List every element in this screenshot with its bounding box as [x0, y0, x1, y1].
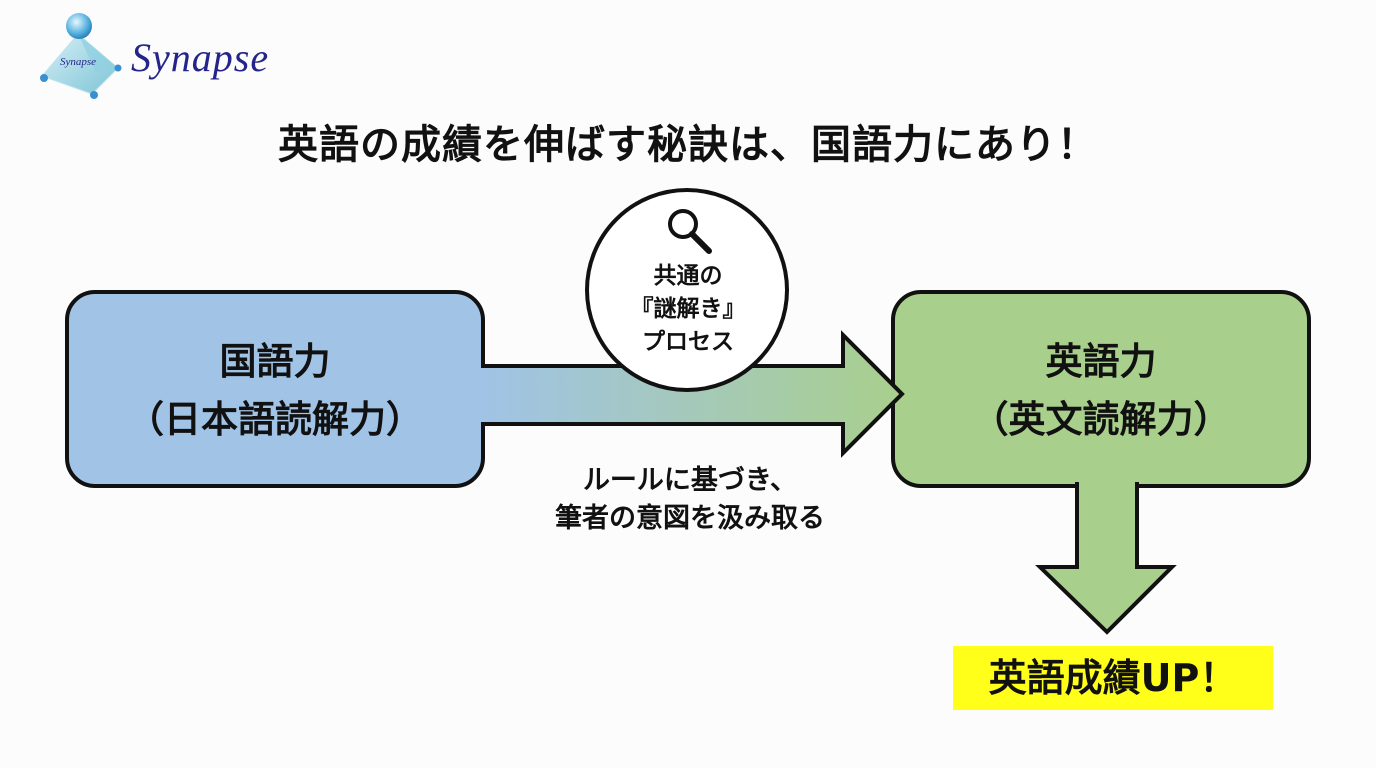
- right-arrow: [481, 330, 905, 458]
- arrow-caption-line-1: ルールに基づき、: [582, 465, 798, 496]
- circle-line-3: プロセス: [642, 329, 734, 355]
- circle-line-2: 『謎解き』: [630, 296, 746, 322]
- pyramid-globe-logo-icon: Synapse: [40, 13, 122, 99]
- brand-name: Synapse: [131, 35, 270, 80]
- result-highlight: 英語成績UP！: [953, 646, 1273, 710]
- arrow-caption: ルールに基づき、 筆者の意図を汲み取る: [480, 462, 900, 538]
- target-box-subtitle: （英文読解力）: [971, 398, 1231, 441]
- arrow-caption-line-2: 筆者の意図を汲み取る: [555, 503, 825, 534]
- target-box-title: 英語力: [1045, 340, 1157, 383]
- process-circle-label: 共通の 『謎解き』 プロセス: [588, 260, 788, 359]
- source-box-subtitle: （日本語読解力）: [127, 398, 423, 441]
- magnifier-icon: [668, 209, 712, 254]
- logo-emblem-text: Synapse: [60, 56, 96, 68]
- process-circle: [585, 188, 789, 392]
- source-box-title: 国語力: [219, 340, 331, 383]
- arrow-joint-cover: [478, 368, 488, 422]
- circle-line-1: 共通の: [653, 263, 723, 289]
- page-title: 英語の成績を伸ばす秘訣は、国語力にあり！: [278, 122, 1098, 168]
- down-arrow-joint-cover: [1079, 478, 1135, 488]
- target-box-label: 英語力 （英文読解力）: [894, 333, 1308, 449]
- source-box-label: 国語力 （日本語読解力）: [68, 333, 482, 449]
- down-arrow: [1035, 482, 1177, 635]
